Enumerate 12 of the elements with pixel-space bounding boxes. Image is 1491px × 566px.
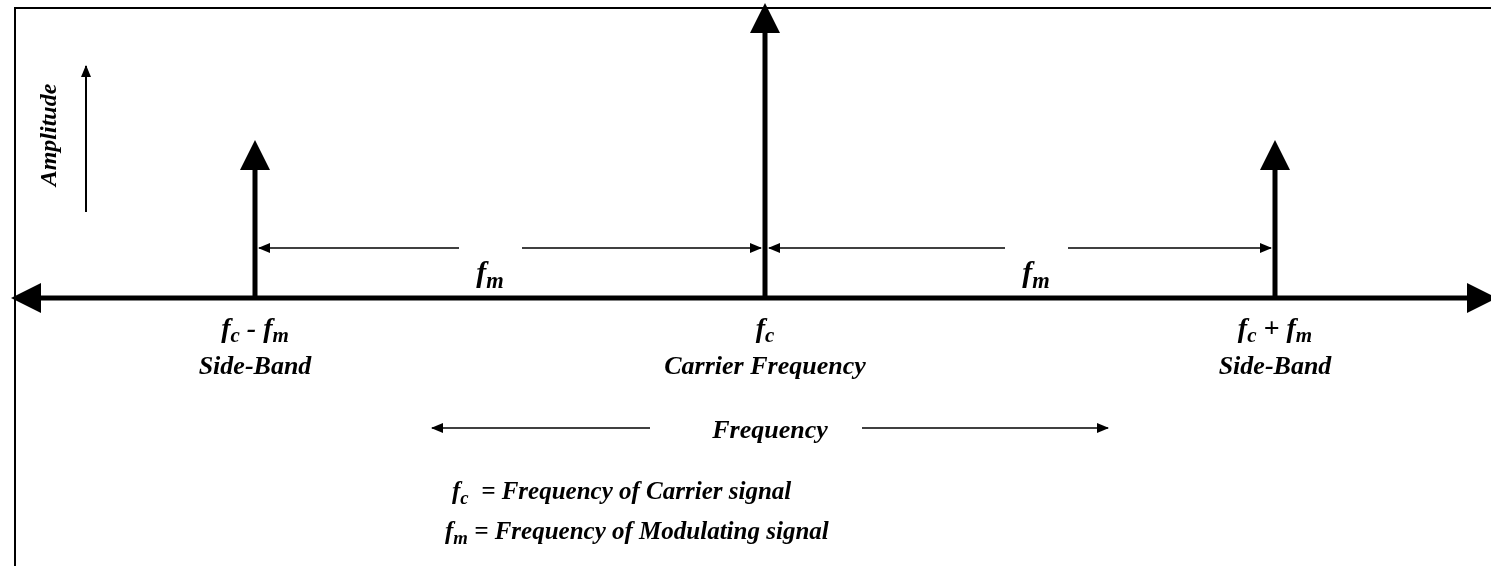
carrier-frequency-label: Carrier Frequency (664, 353, 866, 379)
frequency-label: f$_{c}$ + f$_{m}$ (1237, 314, 1313, 342)
axis-label: Frequency (712, 417, 828, 443)
dimension-label: f$_{m}$ (1022, 257, 1050, 287)
side-band-label: Side-Band (1218, 353, 1332, 379)
axis-label: Amplitude (36, 83, 60, 187)
definition-text: f$_{m}$ = Frequency of Modulating signal (445, 517, 829, 543)
frequency-label: f$_{c}$ - f$_{m}$ (221, 314, 289, 342)
definition-text: f$_{c}$ = Frequency of Carrier signal (452, 477, 792, 503)
frequency-label: f$_{c}$ (755, 314, 775, 342)
side-band-label: Side-Band (198, 353, 312, 379)
dimension-label: f$_{m}$ (476, 257, 504, 287)
